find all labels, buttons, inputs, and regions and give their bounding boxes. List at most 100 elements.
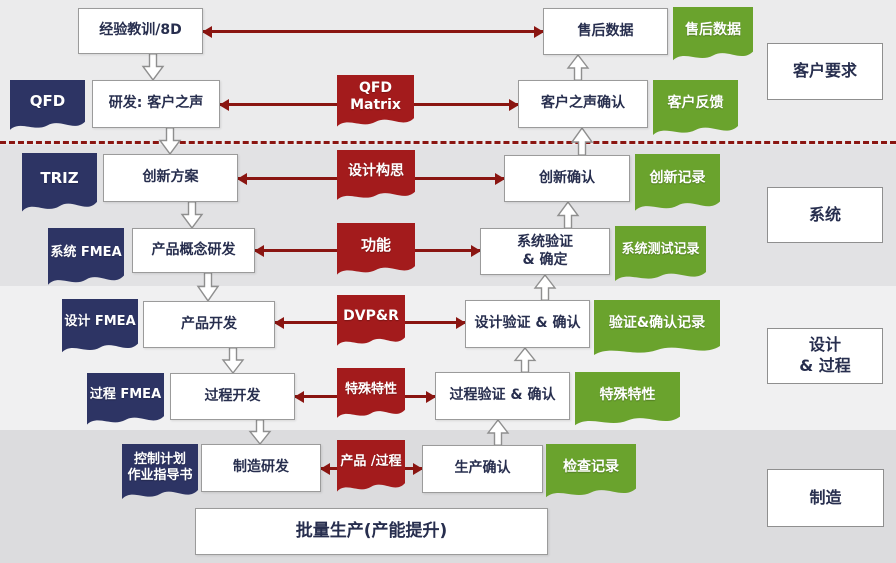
- ribbon-product-process: 产品 /过程: [337, 440, 405, 500]
- node-mass-production: 批量生产(产能提升): [195, 508, 548, 555]
- ribbon-design-concept: 设计构思: [337, 150, 415, 208]
- ribbon-label: 设计构思: [348, 163, 404, 180]
- ribbon-triz: TRIZ: [22, 153, 97, 221]
- ribbon-qfd-matrix: QFD Matrix: [337, 75, 414, 135]
- ribbon-label: TRIZ: [40, 169, 79, 188]
- node-label: 生产确认: [454, 460, 511, 477]
- arrow-up-icon: [566, 54, 590, 81]
- node-label: 经验教训/8D: [99, 22, 182, 39]
- connector-product-process-left: [320, 462, 337, 475]
- node-label: 批量生产(产能提升): [295, 520, 448, 541]
- node-innovation-plan: 创新方案: [103, 154, 238, 202]
- phase-divider-dashed-line: [0, 141, 896, 144]
- node-label: 过程开发: [204, 387, 261, 404]
- node-label-line: 系统验证: [517, 234, 573, 250]
- ribbon-dvpr: DVP&R: [337, 295, 405, 354]
- arrow-up-icon: [486, 419, 510, 446]
- stage-label: 制造: [809, 487, 842, 507]
- arrow-down-icon: [141, 53, 165, 81]
- ribbon-label: 过程 FMEA: [89, 387, 162, 403]
- ribbon-label-line: 作业指导书: [127, 467, 193, 483]
- ribbon-label: 特殊特性: [599, 386, 656, 403]
- arrow-down-icon: [196, 272, 220, 302]
- arrow-down-icon: [158, 127, 182, 155]
- ribbon-label-line: Matrix: [350, 97, 401, 114]
- arrow-up-icon: [570, 127, 594, 156]
- connector-function-left: [254, 244, 337, 257]
- stage-label: 客户要求: [792, 61, 857, 81]
- record-special-characteristics: 特殊特性: [575, 372, 680, 434]
- connector-special-char-right: [405, 390, 436, 403]
- connector-lessons-aftersales: [202, 25, 544, 38]
- node-product-concept-dev: 产品概念研发: [132, 228, 255, 273]
- connector-qfd-matrix-right: [414, 98, 519, 111]
- ribbon-label: 售后数据: [685, 21, 741, 38]
- node-label: 制造研发: [233, 459, 289, 476]
- node-product-dev: 产品开发: [143, 301, 275, 348]
- ribbon-special-characteristics: 特殊特性: [337, 368, 405, 426]
- ribbon-label: 验证&确认记录: [608, 315, 706, 332]
- connector-product-process-right: [405, 462, 423, 475]
- ribbon-label: QFD: [29, 92, 66, 111]
- stage-label: 系统: [808, 204, 841, 224]
- ribbon-label: 客户反馈: [667, 95, 724, 112]
- ribbon-label: 设计 FMEA: [64, 314, 136, 330]
- ribbon-label-line: QFD: [358, 80, 393, 97]
- ribbon-label: 创新记录: [649, 170, 706, 187]
- ribbon-label: 系统 FMEA: [50, 244, 122, 260]
- node-label: 研发: 客户之声: [108, 95, 204, 112]
- ribbon-label: 产品 /过程: [340, 454, 402, 470]
- node-design-verification: 设计验证 & 确认: [465, 300, 590, 348]
- record-innovation: 创新记录: [635, 154, 720, 220]
- ribbon-label-line: 控制计划: [133, 452, 186, 468]
- node-process-dev: 过程开发: [170, 373, 295, 420]
- ribbon-label: 系统测试记录: [621, 241, 700, 257]
- node-lessons-8d: 经验教训/8D: [78, 8, 203, 54]
- stage-customer-requirements: 客户要求: [767, 43, 883, 100]
- ribbon-design-fmea: 设计 FMEA: [62, 299, 138, 361]
- record-aftersales-data: 售后数据: [673, 7, 753, 69]
- node-production-confirm: 生产确认: [422, 445, 543, 493]
- ribbon-process-fmea: 过程 FMEA: [87, 373, 164, 433]
- node-label: 产品开发: [181, 315, 237, 332]
- node-innovation-confirm: 创新确认: [504, 155, 630, 202]
- record-customer-feedback: 客户反馈: [653, 80, 738, 144]
- ribbon-qfd: QFD: [10, 80, 85, 138]
- node-voc-confirm: 客户之声确认: [518, 80, 648, 128]
- connector-qfd-matrix-left: [219, 98, 337, 111]
- stage-manufacturing: 制造: [767, 469, 884, 527]
- record-verification-confirmation: 验证&确认记录: [594, 300, 720, 364]
- ribbon-label: DVP&R: [343, 308, 399, 325]
- connector-function-right: [415, 244, 481, 257]
- node-label: 创新确认: [539, 169, 595, 186]
- node-system-verification: 系统验证 & 确定: [480, 228, 610, 275]
- connector-dvpr-right: [405, 316, 466, 329]
- stage-label-line: 设计: [808, 335, 841, 355]
- ribbon-control-plan: 控制计划 作业指导书: [122, 444, 198, 508]
- node-label-line: & 确定: [522, 251, 568, 268]
- node-label: 产品概念研发: [151, 241, 236, 258]
- connector-special-char-left: [294, 390, 337, 403]
- node-rd-voice-of-customer: 研发: 客户之声: [92, 80, 220, 128]
- node-label: 设计验证 & 确认: [474, 315, 581, 332]
- node-label: 客户之声确认: [541, 95, 625, 112]
- record-system-test: 系统测试记录: [615, 226, 706, 290]
- arrow-down-icon: [248, 419, 272, 445]
- node-process-verification: 过程验证 & 确认: [435, 372, 570, 420]
- stage-design-process: 设计 & 过程: [767, 328, 883, 384]
- connector-design-concept-right: [415, 172, 505, 185]
- stage-label-line: & 过程: [799, 356, 851, 375]
- ribbon-label: 功能: [360, 236, 391, 255]
- arrow-up-icon: [556, 201, 580, 229]
- arrow-down-icon: [221, 347, 245, 374]
- stage-system: 系统: [767, 187, 883, 243]
- node-label: 售后数据: [577, 22, 634, 39]
- ribbon-system-fmea: 系统 FMEA: [48, 228, 124, 294]
- ribbon-label: 检查记录: [563, 458, 619, 475]
- node-label: 创新方案: [142, 169, 199, 186]
- ribbon-label: 特殊特性: [344, 381, 397, 397]
- ribbon-function: 功能: [337, 223, 415, 283]
- connector-design-concept-left: [237, 172, 337, 185]
- connector-dvpr-left: [274, 316, 337, 329]
